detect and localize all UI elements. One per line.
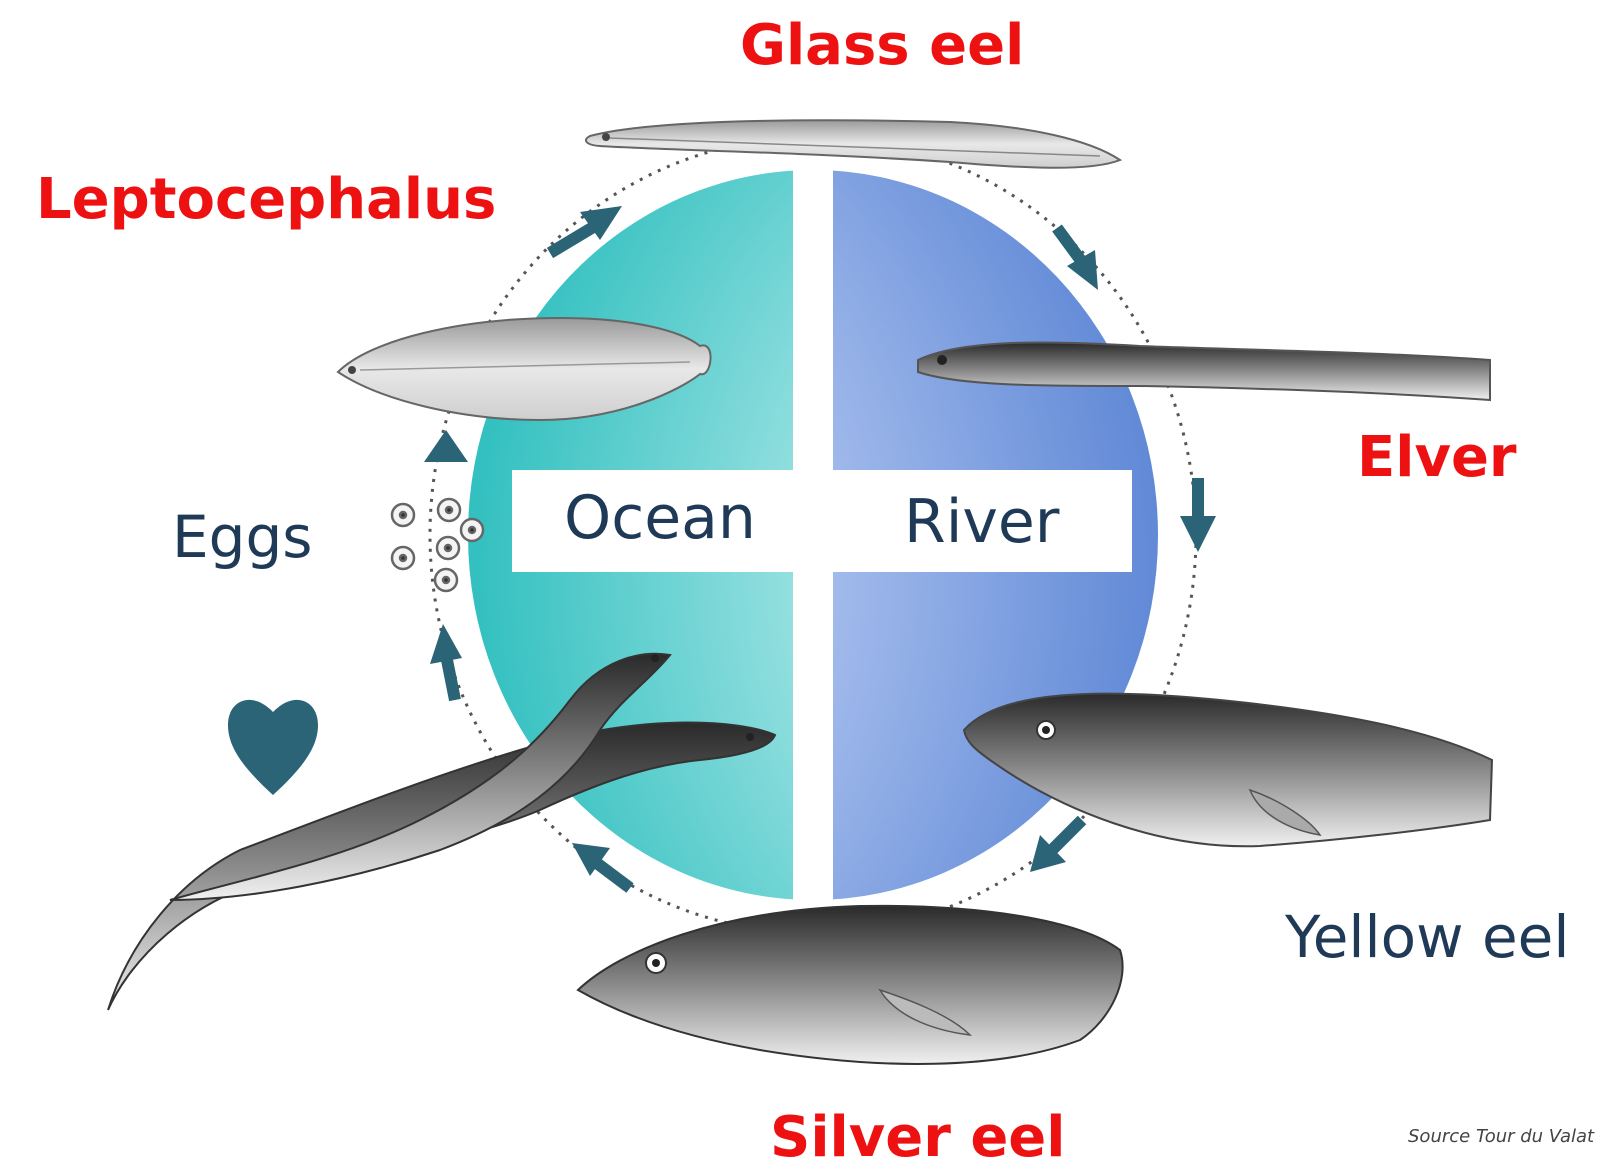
stage-label-yellow-eel: Yellow eel: [1285, 908, 1569, 966]
yellow-eel-drawing: [964, 694, 1492, 847]
stage-label-elver: Elver: [1357, 430, 1517, 486]
cycle-arrow-icon: [1057, 228, 1098, 290]
zone-label-box: Ocean River: [512, 470, 1132, 572]
silver-eel-drawing: [578, 906, 1123, 1064]
cycle-arrow-icon: [424, 430, 468, 462]
heart-icon: [228, 700, 318, 795]
stage-label-glass-eel: Glass eel: [740, 18, 1024, 74]
cycle-arrow-icon: [430, 624, 462, 700]
cycle-arrow-icon: [1030, 820, 1082, 872]
cycle-arrow-icon: [1180, 478, 1216, 552]
glass-eel-drawing: [586, 120, 1120, 168]
stage-label-eggs: Eggs: [172, 508, 313, 566]
source-credit: Source Tour du Valat: [1408, 1128, 1594, 1146]
stage-label-leptocephalus: Leptocephalus: [36, 172, 496, 228]
zone-label-river: River: [904, 492, 1059, 552]
zone-label-ocean: Ocean: [564, 488, 756, 548]
stage-label-silver-eel: Silver eel: [770, 1110, 1065, 1166]
cycle-arrow-icon: [572, 843, 630, 888]
